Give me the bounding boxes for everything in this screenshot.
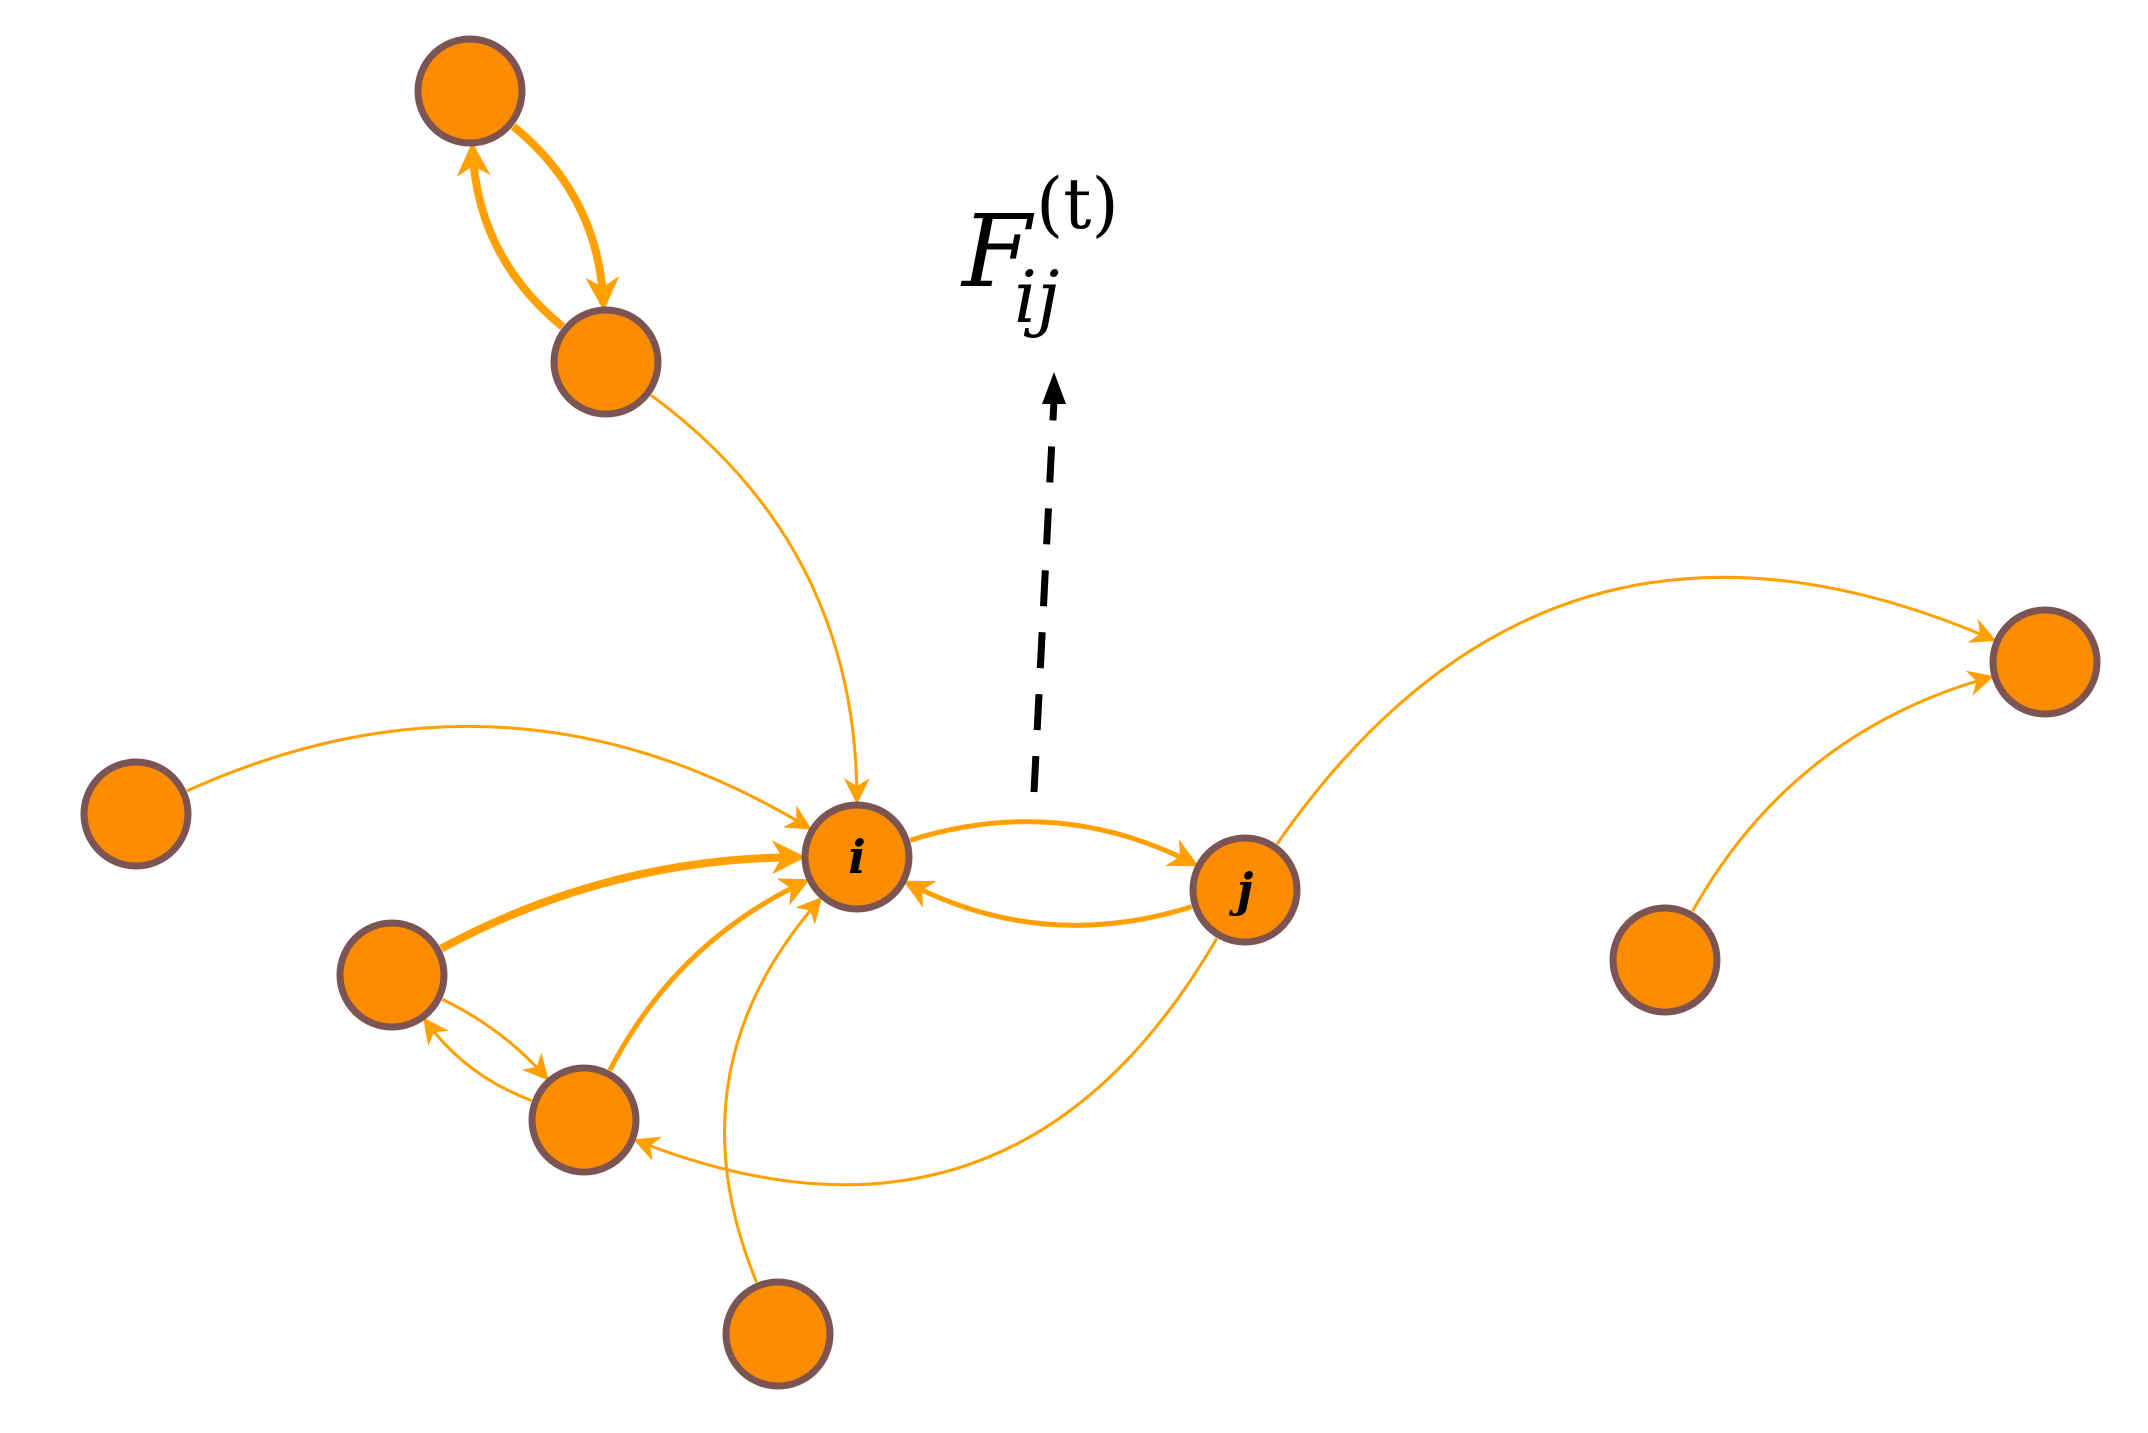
edge-j-to-i — [903, 880, 1193, 928]
edge-a-to-b — [510, 123, 620, 311]
edge-j-to-g — [1275, 575, 1997, 845]
node-f — [722, 1278, 834, 1390]
edge-f-to-i — [723, 896, 823, 1283]
node-d — [336, 919, 448, 1031]
flow-dashed-line — [1030, 399, 1058, 793]
edge-i-to-j — [909, 819, 1199, 867]
node-c — [80, 758, 192, 870]
flow-arrow-head — [1042, 372, 1066, 404]
node-i: i — [801, 801, 913, 913]
node-h-circle — [1609, 904, 1721, 1016]
node-e-circle — [528, 1064, 640, 1176]
edge-b-to-i — [650, 393, 870, 805]
flow-label-base: F — [960, 193, 1035, 310]
node-g-circle — [1989, 606, 2101, 718]
node-i-circle — [801, 801, 913, 913]
node-i-label: i — [848, 830, 865, 884]
node-e — [528, 1064, 640, 1176]
edge-e-to-i — [607, 878, 811, 1072]
node-c-circle — [80, 758, 192, 870]
node-j: j — [1189, 834, 1301, 946]
edges-layer — [186, 123, 1997, 1283]
node-f-circle — [722, 1278, 834, 1390]
edge-c-to-i — [186, 724, 812, 830]
nodes-layer: ij — [80, 35, 2101, 1390]
node-h — [1609, 904, 1721, 1016]
edge-d-to-e — [441, 998, 549, 1081]
node-b — [550, 306, 662, 418]
node-a — [414, 35, 526, 147]
edge-h-to-g — [1691, 670, 1995, 912]
node-a-circle — [414, 35, 526, 147]
flow-label-superscript: (t) — [1036, 163, 1119, 245]
edge-d-to-i — [439, 840, 806, 953]
node-b-circle — [550, 306, 662, 418]
node-j-circle — [1189, 834, 1301, 946]
edge-j-to-e — [633, 937, 1219, 1187]
flow-label-subscript: ij — [1014, 255, 1059, 339]
flow-label: F ij (t) — [960, 163, 1119, 339]
node-g — [1989, 606, 2101, 718]
node-d-circle — [336, 919, 448, 1031]
edge-b-to-a — [456, 142, 566, 330]
edge-e-to-d — [423, 1017, 533, 1102]
flow-arrow — [1030, 372, 1066, 793]
